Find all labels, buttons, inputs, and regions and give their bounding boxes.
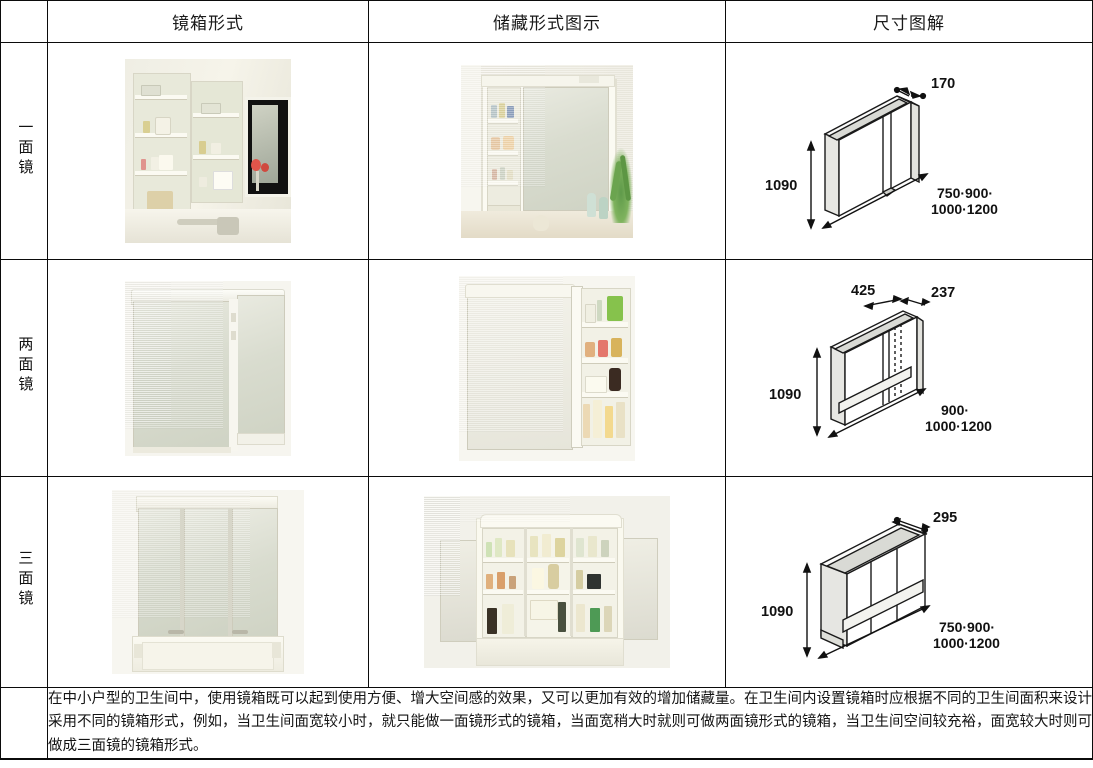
dimension-depth-label: 237 xyxy=(931,285,955,301)
caption-row: 在中小户型的卫生间中，使用镜箱既可以起到使用方便、增大空间感的效果，又可以更加有… xyxy=(0,687,1093,761)
dimension-width-line2: 1000·1200 xyxy=(933,635,1000,651)
dimension-width-line1: 750·900· xyxy=(937,185,993,201)
row-label-one-mirror: 一面镜 xyxy=(0,42,48,260)
header-mirror-type: 镜箱形式 xyxy=(47,0,369,43)
cell-mirror-photo-row1 xyxy=(47,42,369,260)
dimension-width-line2: 1000·1200 xyxy=(925,418,992,434)
photo-three-mirror-closed xyxy=(112,490,304,674)
photo-one-mirror-open xyxy=(125,59,291,243)
table-row: 三面镜 xyxy=(0,476,1093,688)
dimension-diagram-three-mirror: 295 1090 xyxy=(761,510,1000,659)
cell-dimension-row2: 425 237 xyxy=(725,259,1093,477)
dimension-left-label: 425 xyxy=(851,283,875,299)
table-row: 两面镜 xyxy=(0,259,1093,477)
dimension-width-line2: 1000·1200 xyxy=(931,201,998,217)
row-label-text: 两面镜 xyxy=(16,335,33,396)
cell-dimension-row1: 170 1090 xyxy=(725,42,1093,260)
dimension-width-line1: 750·900· xyxy=(939,619,995,635)
dimension-diagram-two-mirror: 425 237 xyxy=(769,283,992,438)
caption-text: 在中小户型的卫生间中，使用镜箱既可以起到使用方便、增大空间感的效果，又可以更加有… xyxy=(48,691,1092,754)
caption-cell: 在中小户型的卫生间中，使用镜箱既可以起到使用方便、增大空间感的效果，又可以更加有… xyxy=(47,687,1093,761)
cell-dimension-row3: 295 1090 xyxy=(725,476,1093,688)
cell-storage-photo-row3 xyxy=(368,476,726,688)
photo-one-mirror-storage xyxy=(461,64,633,238)
dimension-depth-label: 170 xyxy=(931,76,955,92)
photo-three-mirror-all-open xyxy=(424,496,670,668)
cell-mirror-photo-row3 xyxy=(47,476,369,688)
cell-storage-photo-row2 xyxy=(368,259,726,477)
dimension-height-label: 1090 xyxy=(769,387,801,403)
cell-storage-photo-row1 xyxy=(368,42,726,260)
dimension-height-label: 1090 xyxy=(765,178,797,194)
photo-two-mirror-closed xyxy=(125,280,291,456)
dimension-diagram-one-mirror: 170 1090 xyxy=(765,76,998,230)
row-label-three-mirror: 三面镜 xyxy=(0,476,48,688)
table-row: 一面镜 xyxy=(0,42,1093,260)
row-label-text: 三面镜 xyxy=(16,549,33,610)
row-label-text: 一面镜 xyxy=(16,118,33,179)
dimension-width-line1: 900· xyxy=(941,402,969,418)
header-corner-cell xyxy=(0,0,48,43)
caption-label-cell xyxy=(0,687,48,761)
header-storage-type: 储藏形式图示 xyxy=(368,0,726,43)
header-dimension-diagram: 尺寸图解 xyxy=(725,0,1093,43)
dimension-height-label: 1090 xyxy=(761,604,793,620)
photo-two-mirror-open-door xyxy=(459,275,635,461)
row-label-two-mirror: 两面镜 xyxy=(0,259,48,477)
cell-mirror-photo-row2 xyxy=(47,259,369,477)
dimension-depth-label: 295 xyxy=(933,510,957,526)
table-header-row: 镜箱形式 储藏形式图示 尺寸图解 xyxy=(0,0,1093,43)
